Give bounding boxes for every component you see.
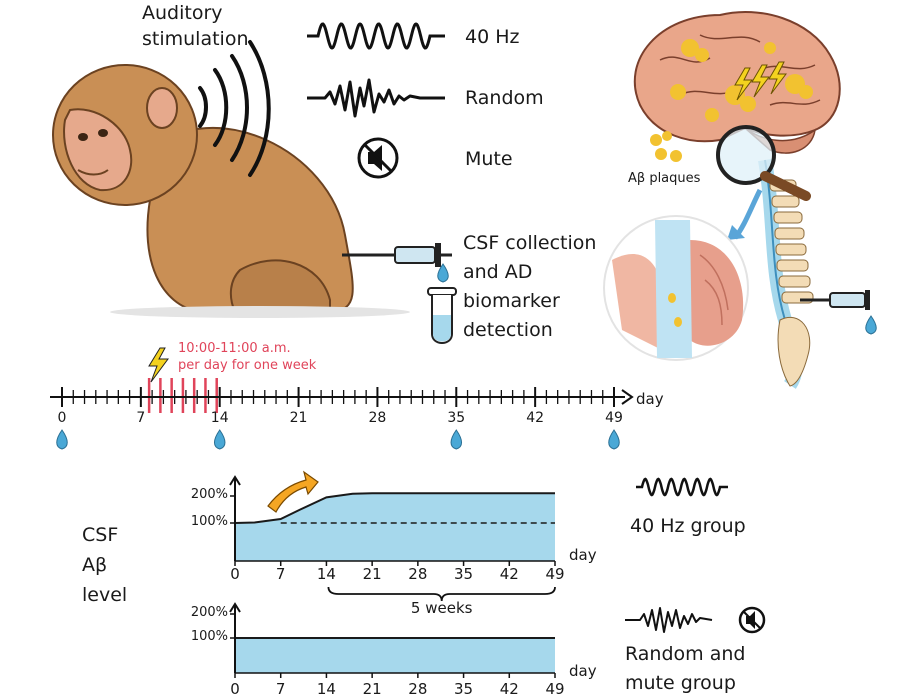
csf-text-3: biomarker bbox=[463, 290, 560, 312]
timeline-tick-label: 0 bbox=[57, 410, 67, 426]
condition-mute-label: Mute bbox=[465, 148, 513, 170]
chart-x-tick-label: 21 bbox=[362, 680, 382, 698]
timeline-tick-label: 14 bbox=[210, 410, 229, 426]
group-random-label-2: mute group bbox=[625, 672, 736, 694]
magnifier-icon bbox=[716, 125, 811, 201]
chart-x-tick-label: 14 bbox=[316, 680, 336, 698]
chart-x-tick-label: 42 bbox=[499, 680, 519, 698]
schedule-line-1: 10:00-11:00 a.m. bbox=[178, 341, 291, 356]
schedule-line-2: per day for one week bbox=[178, 358, 317, 373]
group-mute-icon bbox=[738, 606, 766, 634]
group-random-label-1: Random and bbox=[625, 643, 746, 665]
csf-level-1: CSF bbox=[82, 524, 119, 546]
chart-x-tick-label: 42 bbox=[499, 565, 519, 583]
rising-arrow-icon bbox=[267, 470, 319, 513]
chart-y-tick-label: 200% bbox=[190, 487, 228, 502]
lightning-icon bbox=[734, 61, 787, 101]
timeline-tick-label: 7 bbox=[136, 410, 146, 426]
group-40hz-wave-icon bbox=[636, 477, 728, 497]
collection-drop-icon bbox=[213, 429, 226, 450]
chart-y-tick-label: 200% bbox=[190, 605, 228, 620]
stimulation-title-2: stimulation bbox=[142, 28, 249, 50]
csf-text-1: CSF collection bbox=[463, 232, 597, 254]
chart-area-fill bbox=[235, 493, 555, 561]
chart-x-tick-label: 0 bbox=[230, 565, 240, 583]
chart-x-tick-label: 49 bbox=[545, 680, 565, 698]
chart-x-tick-label: 28 bbox=[408, 565, 428, 583]
timeline-tick-label: 28 bbox=[368, 410, 387, 426]
brace-label: 5 weeks bbox=[410, 599, 473, 617]
free-plaque-icon bbox=[650, 131, 682, 162]
chart-x-tick-label: 49 bbox=[545, 565, 565, 583]
condition-random-label: Random bbox=[465, 87, 544, 109]
chart-area-fill bbox=[235, 638, 555, 673]
timeline-arrow-icon bbox=[621, 389, 634, 405]
plaque-cluster-icon bbox=[670, 39, 813, 122]
mute-icon bbox=[357, 137, 399, 179]
chart-x-tick-label: 35 bbox=[454, 565, 474, 583]
timeline-tick-label: 49 bbox=[605, 410, 623, 426]
chart-x-tick-label: 21 bbox=[362, 565, 382, 583]
timeline-tick-label: 21 bbox=[289, 410, 308, 426]
zoom-circle-icon bbox=[603, 215, 749, 361]
collection-drop-icon bbox=[450, 429, 463, 450]
chart-x-label: day bbox=[569, 662, 597, 680]
collection-drop-icon bbox=[56, 429, 68, 450]
chart-x-tick-label: 14 bbox=[316, 565, 336, 583]
chart-x-tick-label: 28 bbox=[408, 680, 428, 698]
condition-40hz-label: 40 Hz bbox=[465, 26, 520, 48]
plaque-label: Aβ plaques bbox=[628, 171, 701, 186]
needle-icon bbox=[342, 243, 452, 267]
40hz-wave-icon bbox=[307, 22, 445, 50]
timeline-tick-label: 35 bbox=[447, 410, 466, 426]
spine-drop-icon bbox=[865, 315, 877, 335]
chart-x-tick-label: 7 bbox=[275, 680, 286, 698]
timeline-unit: day bbox=[636, 390, 664, 408]
spine-needle-icon bbox=[800, 290, 870, 310]
chart-x-tick-label: 7 bbox=[275, 565, 286, 583]
chart-y-arrow-icon bbox=[229, 475, 241, 486]
chart-x-tick-label: 35 bbox=[454, 680, 474, 698]
group-random-wave-icon bbox=[625, 607, 713, 633]
csf-level-3: level bbox=[82, 584, 128, 606]
csf-text-4: detection bbox=[463, 319, 553, 341]
stimulation-title: Auditory bbox=[142, 2, 223, 24]
group-40hz-label: 40 Hz group bbox=[630, 515, 746, 537]
chart-y-tick-label: 100% bbox=[190, 514, 228, 529]
test-tube-icon bbox=[427, 287, 457, 344]
chart-y-tick-label: 100% bbox=[190, 629, 228, 644]
chart-x-label: day bbox=[569, 546, 597, 564]
random-wave-icon bbox=[307, 78, 445, 118]
collection-drop-icon bbox=[608, 429, 620, 450]
monkey-icon bbox=[52, 64, 410, 318]
chart-x-tick-label: 0 bbox=[230, 680, 240, 698]
csf-level-2: Aβ bbox=[82, 554, 108, 576]
timeline-tick-label: 42 bbox=[526, 410, 545, 426]
sound-waves-icon bbox=[198, 40, 271, 177]
lightning-small-icon bbox=[148, 347, 169, 383]
csf-text-2: and AD bbox=[463, 261, 533, 283]
chart-series-line bbox=[234, 492, 555, 524]
brace-icon bbox=[327, 586, 556, 602]
drop-icon bbox=[437, 263, 449, 283]
chart-y-arrow-icon bbox=[229, 602, 241, 613]
